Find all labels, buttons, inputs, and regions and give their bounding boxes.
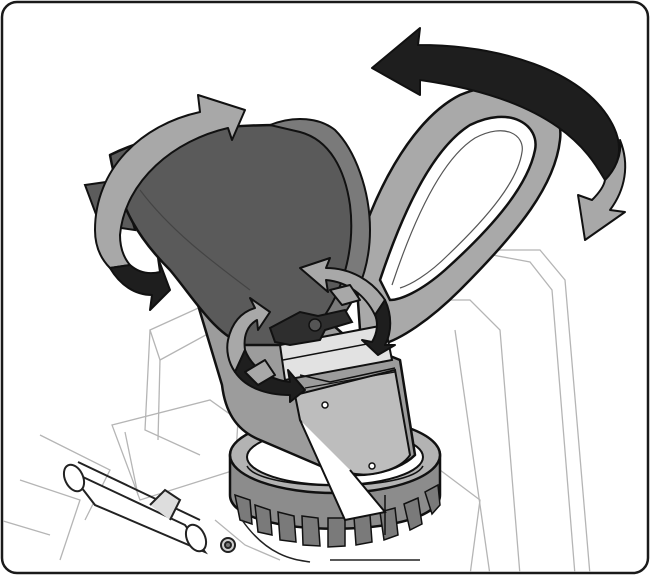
illustration-frame — [0, 0, 650, 575]
assembly-drawing — [0, 0, 650, 575]
